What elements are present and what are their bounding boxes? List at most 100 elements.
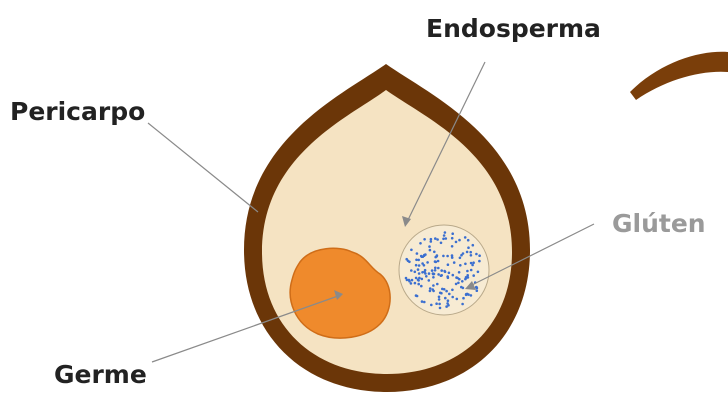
gluten-particle [464, 236, 467, 239]
gluten-particle [434, 269, 437, 272]
gluten-particle [418, 264, 421, 267]
endosperm-label: Endosperma [426, 14, 601, 43]
gluten-particle [458, 239, 461, 242]
gluten-particle [438, 296, 441, 299]
gluten-particle [472, 274, 475, 277]
gluten-particle [467, 239, 470, 242]
pericarp-label: Pericarpo [10, 97, 145, 126]
gluten-particle [430, 304, 433, 307]
germ-label: Germe [54, 360, 147, 389]
gluten-particle [466, 274, 469, 277]
gluten-particle [417, 279, 420, 282]
gluten-particle [451, 254, 454, 257]
gluten-particle [451, 232, 454, 235]
gluten-particle [443, 234, 446, 237]
gluten-particle [429, 290, 432, 293]
gluten-particle [433, 251, 436, 254]
gluten-particle [445, 290, 448, 293]
gluten-particle [451, 289, 454, 292]
gluten-particle [429, 287, 432, 290]
gluten-particle [446, 275, 449, 278]
gluten-particle [465, 276, 468, 279]
gluten-particle [446, 302, 449, 305]
gluten-particle [414, 282, 417, 285]
gluten-particle [444, 271, 447, 274]
gluten-particle [475, 253, 478, 256]
pericarp-leader-line [148, 123, 258, 212]
gluten-particle [418, 277, 421, 280]
gluten-particle [428, 279, 431, 282]
gluten-particle [444, 231, 447, 234]
gluten-particle [472, 261, 475, 264]
gluten-label: Glúten [612, 209, 706, 238]
gluten-particle [455, 241, 458, 244]
gluten-particle [430, 238, 433, 241]
gluten-particle [456, 298, 459, 301]
gluten-particle [470, 269, 473, 272]
gluten-particle [431, 269, 434, 272]
gluten-particle [451, 296, 454, 299]
gluten-particle [423, 264, 426, 267]
gluten-particle [442, 238, 445, 241]
gluten-particle [421, 278, 424, 281]
gluten-particle [423, 301, 426, 304]
gluten-particle [457, 282, 460, 285]
gluten-particle [432, 276, 435, 279]
gluten-particle [475, 286, 478, 289]
gluten-particle [461, 280, 464, 283]
gluten-particle [417, 283, 420, 286]
gluten-particle [432, 273, 435, 276]
gluten-particle [430, 240, 433, 243]
gluten-particle [437, 267, 440, 270]
gluten-particle [470, 254, 473, 257]
gluten-particle [448, 272, 451, 275]
gluten-particle [415, 259, 418, 262]
gluten-particle [445, 237, 448, 240]
gluten-particle [451, 237, 454, 240]
decorative-swoosh-icon [630, 52, 728, 100]
gluten-particle [478, 254, 481, 257]
gluten-particle [420, 285, 423, 288]
gluten-particle [462, 297, 465, 300]
gluten-particle [440, 242, 443, 245]
gluten-particle [415, 264, 418, 267]
gluten-particle [437, 260, 440, 263]
gluten-particle [440, 269, 443, 272]
gluten-particle [421, 271, 424, 274]
gluten-particle [436, 254, 439, 257]
gluten-particle [410, 282, 413, 285]
gluten-particle [434, 260, 437, 263]
gluten-particle [405, 258, 408, 261]
gluten-particle [465, 293, 468, 296]
gluten-particle [455, 276, 458, 279]
gluten-particle [419, 242, 422, 245]
gluten-particle [431, 288, 434, 291]
gluten-particle [410, 269, 413, 272]
gluten-particle [432, 284, 435, 287]
gluten-particle [452, 274, 455, 277]
gluten-particle [416, 295, 419, 298]
gluten-particle [461, 303, 464, 306]
gluten-particle [459, 264, 462, 267]
gluten-particle [439, 292, 442, 295]
gluten-particle [408, 280, 411, 283]
gluten-particle [455, 283, 458, 286]
gluten-particle [416, 252, 419, 255]
gluten-particle [443, 288, 446, 291]
gluten-particle [458, 271, 461, 274]
gluten-particle [446, 255, 449, 258]
gluten-particle [440, 274, 443, 277]
gluten-particle [414, 271, 417, 274]
gluten-particle [460, 254, 463, 257]
gluten-particle [447, 263, 450, 266]
gluten-particle [469, 251, 472, 254]
gluten-particle [466, 251, 469, 254]
gluten-particle [417, 268, 420, 271]
gluten-particle [447, 299, 450, 302]
gluten-particle [464, 263, 467, 266]
gluten-particle [444, 297, 447, 300]
gluten-particle [425, 275, 428, 278]
gluten-particle [410, 249, 413, 252]
